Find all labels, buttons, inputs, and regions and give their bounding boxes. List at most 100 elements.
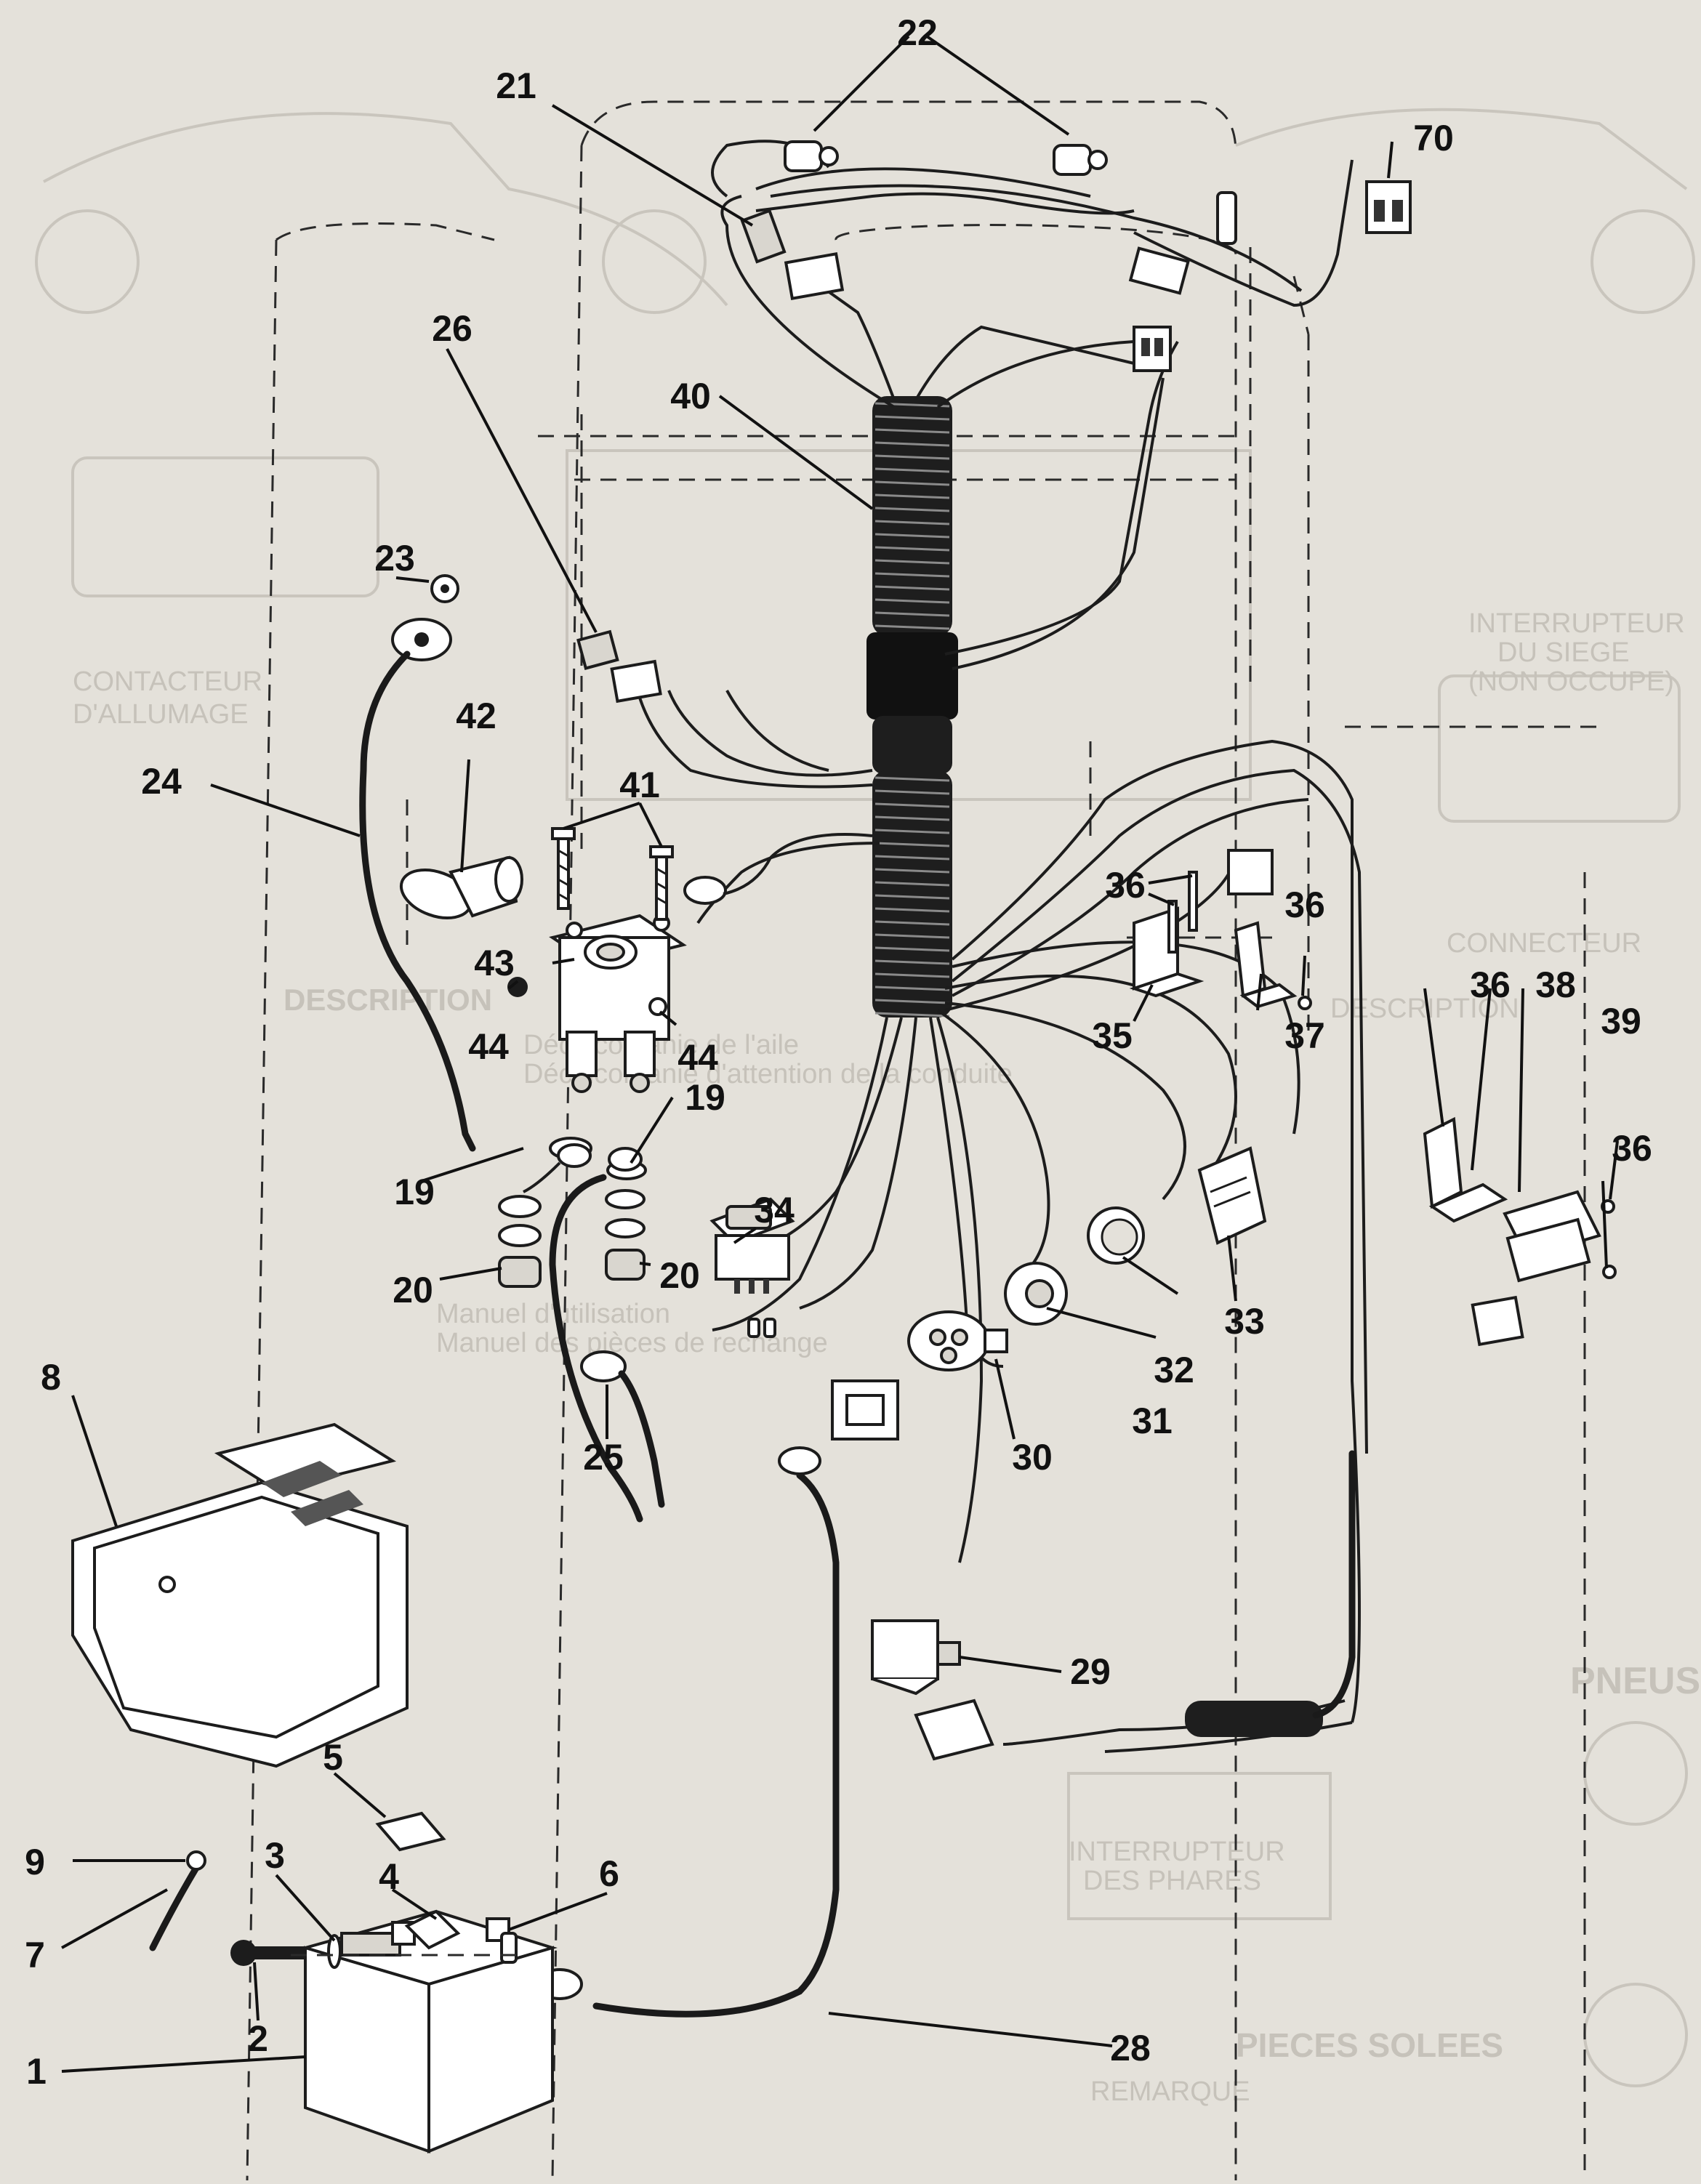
- callout-20b: 20: [659, 1255, 700, 1296]
- callout-9: 9: [25, 1842, 45, 1882]
- bolt-41-left: [551, 827, 576, 910]
- callout-4: 4: [379, 1856, 399, 1897]
- bolt-2: [230, 1940, 305, 1966]
- nut-44-right: [648, 997, 667, 1016]
- bracket-37: [1234, 921, 1312, 1010]
- bg-text: PIECES SOLEES: [1236, 2026, 1503, 2064]
- loom-ridge: [874, 611, 950, 617]
- connector-70: [1365, 180, 1412, 234]
- callout-32: 32: [1154, 1350, 1194, 1390]
- loom-ridge: [874, 829, 950, 834]
- loom-ridge: [874, 598, 950, 604]
- loom-ridge: [874, 881, 950, 887]
- bolt-41-right: [649, 845, 674, 921]
- corrugated-loom: [866, 396, 958, 1018]
- loom-ridge: [874, 855, 950, 861]
- loom-ridge: [874, 986, 950, 991]
- callout-43: 43: [474, 943, 515, 983]
- loom-ridge: [874, 467, 950, 473]
- loom-ridge: [874, 585, 950, 591]
- terminal-6: [500, 1932, 518, 1964]
- leader-lines: [61, 35, 1619, 2073]
- bg-text: REMARQUE: [1090, 2076, 1250, 2107]
- cable-28: [536, 1446, 840, 2018]
- callout-1: 1: [26, 2051, 47, 2092]
- callout-39: 39: [1601, 1001, 1641, 1041]
- connector-36-plug: [1227, 849, 1274, 895]
- connector-39: [1503, 1190, 1617, 1283]
- loom-ridge: [874, 546, 950, 552]
- loom-ridge: [874, 441, 950, 447]
- connector-fuse-holder: [1216, 191, 1237, 245]
- nut-44-left: [507, 977, 528, 997]
- loom-ridge: [874, 415, 950, 421]
- loom-ridge: [874, 454, 950, 460]
- callout-20a: 20: [393, 1270, 433, 1310]
- loom-ridge: [874, 480, 950, 486]
- bg-text: DES PHARES: [1083, 1866, 1261, 1896]
- loom-ridge: [874, 999, 950, 1004]
- bg-text: Manuel des pièces de rechange: [436, 1328, 828, 1358]
- callout-37: 37: [1284, 1015, 1325, 1056]
- background-ghost-layer: CONTACTEUR D'ALLUMAGE INTERRUPTEUR DU SI…: [35, 108, 1700, 2107]
- terminal-boot-42: [399, 855, 523, 919]
- callout-6: 6: [599, 1853, 619, 1894]
- bg-text: CONNECTEUR: [1447, 928, 1641, 959]
- ring-terminals: [523, 857, 772, 1193]
- callout-70: 70: [1413, 118, 1454, 158]
- connector-21-plug: [740, 209, 787, 264]
- callout-36c: 36: [1470, 964, 1511, 1005]
- ring-32: [1087, 1206, 1145, 1265]
- callout-40: 40: [670, 376, 711, 416]
- loom-ridge: [874, 533, 950, 539]
- washers-19-20-right: [605, 1160, 647, 1281]
- callout-22: 22: [897, 12, 938, 53]
- plate-33: [1197, 1146, 1267, 1245]
- ignition-switch-30: [907, 1310, 1008, 1371]
- loom-ridge: [874, 789, 950, 795]
- bg-text: INTERRUPTEUR: [1468, 608, 1685, 639]
- connector-29-plug: [914, 1699, 994, 1761]
- loom-ridge: [874, 507, 950, 512]
- loom-ridge: [874, 842, 950, 847]
- callout-28: 28: [1110, 2028, 1151, 2068]
- callout-2: 2: [248, 2018, 268, 2059]
- coiled-cable: [1185, 1450, 1356, 1737]
- callout-41: 41: [619, 765, 660, 805]
- small-terminals-34: [747, 1318, 776, 1338]
- callout-24: 24: [141, 761, 182, 802]
- connector-26: [576, 629, 662, 704]
- loom-ridge: [874, 624, 950, 630]
- loom-ridge: [874, 1012, 950, 1018]
- callout-3: 3: [265, 1835, 285, 1876]
- vent-tube-7: [149, 1864, 200, 1951]
- bg-text: CONTACTEUR: [73, 666, 262, 697]
- callout-44b: 44: [677, 1037, 718, 1078]
- callout-19a: 19: [394, 1172, 435, 1212]
- battery-cable-24: [359, 574, 476, 1152]
- callout-23: 23: [374, 538, 415, 579]
- callout-33: 33: [1224, 1301, 1265, 1342]
- callout-8: 8: [41, 1357, 61, 1398]
- loom-ridge: [874, 572, 950, 578]
- loom-ridge: [874, 868, 950, 874]
- loom-ridge: [874, 802, 950, 808]
- loom-ridge: [874, 946, 950, 952]
- connector-22-right: [1053, 144, 1108, 176]
- washer-3: [327, 1934, 342, 1969]
- ring-31: [1004, 1262, 1068, 1326]
- clip-9: [186, 1850, 206, 1871]
- loom-ridge: [874, 907, 950, 913]
- bg-text: PNEUS: [1570, 1660, 1700, 1702]
- loom-ridge: [874, 776, 950, 782]
- loom-ridge: [874, 520, 950, 525]
- bg-text: (NON OCCUPE): [1468, 666, 1674, 697]
- callout-26: 26: [432, 308, 472, 349]
- bracket-38: [1423, 1116, 1508, 1223]
- callout-44a: 44: [468, 1026, 509, 1067]
- terminal-4: [404, 1909, 461, 1950]
- bg-text: INTERRUPTEUR: [1069, 1837, 1285, 1867]
- switch-34: [709, 1197, 795, 1294]
- callout-5: 5: [323, 1737, 343, 1778]
